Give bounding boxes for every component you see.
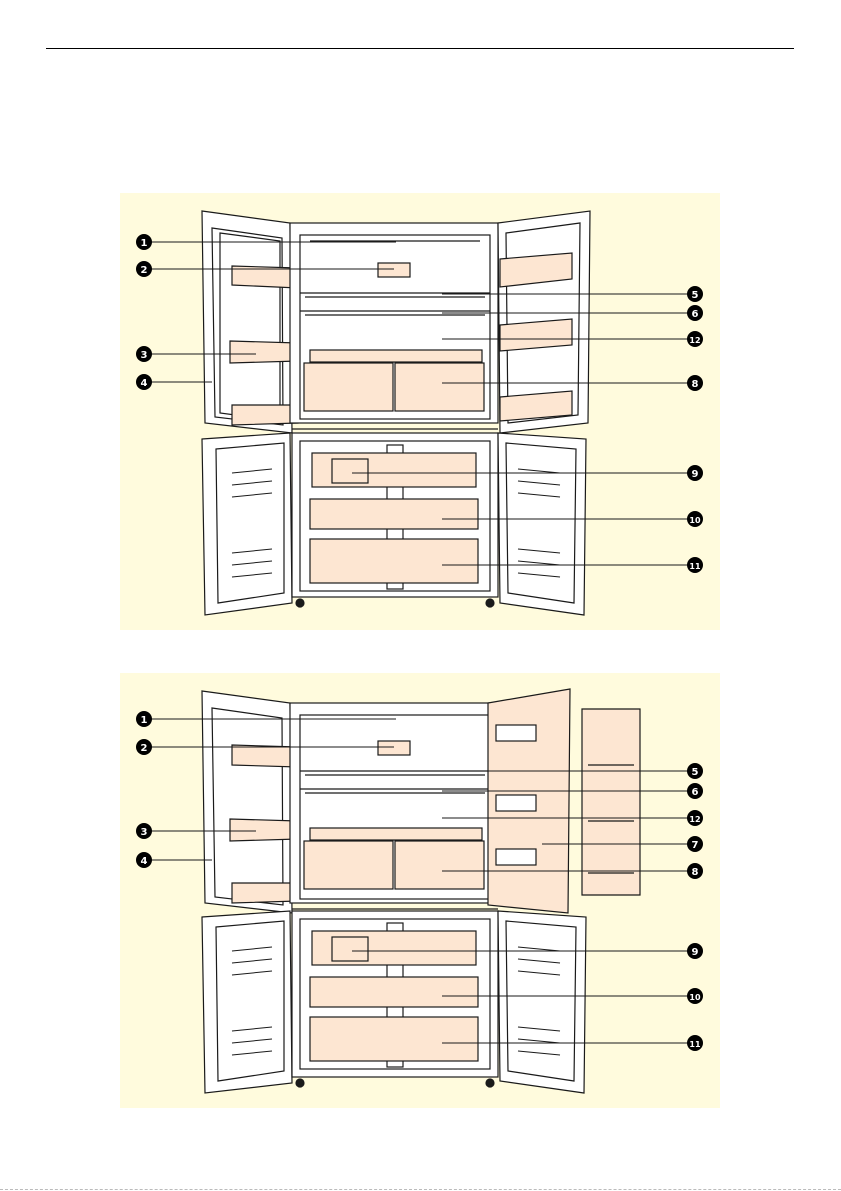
svg-text:10: 10 bbox=[689, 993, 701, 1002]
svg-text:8: 8 bbox=[692, 379, 699, 390]
crisper-cover bbox=[310, 828, 482, 840]
callout-12: 12 bbox=[687, 810, 703, 826]
svg-text:6: 6 bbox=[692, 787, 699, 798]
svg-text:1: 1 bbox=[141, 715, 148, 726]
fridge-diagram-door-in-door: 1 2 3 4 5 6 12 7 8 9 10 11 bbox=[120, 673, 720, 1108]
svg-text:8: 8 bbox=[692, 867, 699, 878]
left-door-lower bbox=[202, 433, 292, 615]
svg-text:5: 5 bbox=[692, 767, 699, 778]
right-door-lower bbox=[498, 433, 586, 615]
crisper-drawer-right bbox=[395, 363, 484, 411]
svg-text:9: 9 bbox=[692, 469, 699, 480]
left-door-bin-mid bbox=[230, 341, 298, 363]
callout-5: 5 bbox=[687, 763, 703, 779]
right-door-bin-low bbox=[500, 391, 572, 421]
ice-tray bbox=[332, 459, 368, 483]
freezer-drawer-middle bbox=[310, 499, 478, 529]
callout-6: 6 bbox=[687, 305, 703, 321]
callout-1: 1 bbox=[136, 711, 152, 727]
left-door-upper bbox=[202, 211, 292, 433]
svg-text:11: 11 bbox=[689, 1040, 701, 1049]
callout-10: 10 bbox=[687, 988, 703, 1004]
svg-text:3: 3 bbox=[141, 827, 148, 838]
callout-3: 3 bbox=[136, 346, 152, 362]
svg-text:6: 6 bbox=[692, 309, 699, 320]
svg-text:11: 11 bbox=[689, 562, 701, 571]
svg-text:10: 10 bbox=[689, 516, 701, 525]
control-panel bbox=[378, 263, 410, 277]
svg-text:4: 4 bbox=[141, 378, 148, 389]
callout-8: 8 bbox=[687, 863, 703, 879]
callout-8: 8 bbox=[687, 375, 703, 391]
header-rule bbox=[46, 48, 794, 49]
callout-2: 2 bbox=[136, 739, 152, 755]
callout-11: 11 bbox=[687, 1035, 703, 1051]
callout-11: 11 bbox=[687, 557, 703, 573]
svg-text:2: 2 bbox=[141, 743, 148, 754]
callout-6: 6 bbox=[687, 783, 703, 799]
callout-3: 3 bbox=[136, 823, 152, 839]
svg-text:5: 5 bbox=[692, 290, 699, 301]
svg-text:1: 1 bbox=[141, 238, 148, 249]
svg-text:2: 2 bbox=[141, 265, 148, 276]
fridge-illustration: 1 2 3 4 5 6 12 7 8 9 10 11 bbox=[120, 673, 720, 1108]
footer-rule bbox=[0, 1189, 841, 1190]
control-panel bbox=[378, 741, 410, 755]
svg-text:3: 3 bbox=[141, 350, 148, 361]
crisper-cover bbox=[310, 350, 482, 362]
svg-text:12: 12 bbox=[689, 336, 700, 345]
callout-7: 7 bbox=[687, 836, 703, 852]
callout-2: 2 bbox=[136, 261, 152, 277]
svg-text:4: 4 bbox=[141, 856, 148, 867]
crisper-drawer-left bbox=[304, 363, 393, 411]
fridge-diagram-standard: 1 2 3 4 5 6 12 8 9 10 11 bbox=[120, 193, 720, 630]
svg-text:9: 9 bbox=[692, 947, 699, 958]
left-door-bin-low bbox=[232, 405, 298, 425]
callout-5: 5 bbox=[687, 286, 703, 302]
outer-door-panel bbox=[582, 709, 640, 895]
right-door-bin-mid bbox=[500, 319, 572, 351]
freezer-drawer-bottom bbox=[310, 539, 478, 583]
callout-12: 12 bbox=[687, 331, 703, 347]
callout-1: 1 bbox=[136, 234, 152, 250]
fridge-illustration: 1 2 3 4 5 6 12 8 9 10 11 bbox=[120, 193, 720, 630]
callout-4: 4 bbox=[136, 852, 152, 868]
left-door-upper bbox=[202, 691, 292, 913]
svg-text:12: 12 bbox=[689, 815, 700, 824]
svg-text:7: 7 bbox=[692, 840, 699, 851]
callout-10: 10 bbox=[687, 511, 703, 527]
callout-9: 9 bbox=[687, 465, 703, 481]
callout-9: 9 bbox=[687, 943, 703, 959]
callout-4: 4 bbox=[136, 374, 152, 390]
